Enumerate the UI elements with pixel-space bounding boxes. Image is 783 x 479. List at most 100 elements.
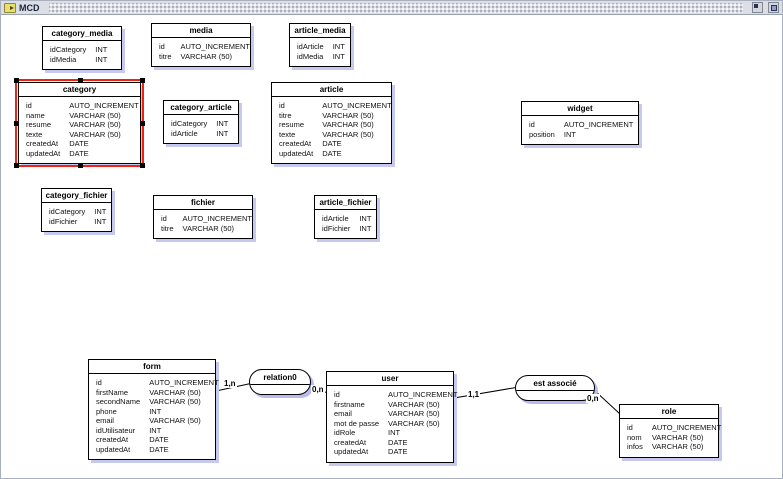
- field-type: AUTO_INCREMENT: [651, 423, 722, 432]
- selection-handle-tl[interactable]: [14, 78, 19, 83]
- field-name: id: [159, 42, 165, 51]
- field-type: INT: [563, 129, 576, 139]
- field-type: AUTO_INCREMENT: [69, 101, 139, 110]
- field-type: VARCHAR (50): [651, 442, 704, 451]
- field-name: idUtilisateur: [96, 425, 136, 435]
- window-title: MCD: [19, 2, 40, 13]
- window-titlebar[interactable]: MCD: [1, 1, 782, 15]
- entity-name: category: [19, 83, 140, 97]
- link-line-3[interactable]: [592, 388, 621, 415]
- field-name: createdAt: [26, 139, 59, 148]
- field-name: id: [334, 390, 340, 399]
- field-name: id: [627, 423, 633, 432]
- selection-handle-br[interactable]: [140, 163, 145, 168]
- maximize-button[interactable]: [752, 2, 763, 13]
- field-name: email: [334, 409, 352, 418]
- field-name: createdAt: [96, 435, 129, 444]
- field-name: titre: [279, 110, 292, 120]
- field-type: VARCHAR (50): [322, 129, 374, 139]
- field-type: DATE: [388, 437, 408, 447]
- field-name: mot de passe: [334, 418, 380, 428]
- field-name: titre: [161, 223, 174, 233]
- field-name: idArticle: [171, 128, 198, 138]
- field-type: INT: [149, 425, 162, 435]
- field-type: DATE: [149, 435, 169, 444]
- field-type: INT: [332, 42, 345, 51]
- field-type: VARCHAR (50): [180, 51, 233, 61]
- selection-handle-tr[interactable]: [140, 78, 145, 83]
- field-name: titre: [159, 51, 172, 61]
- entity-name: article: [272, 83, 391, 97]
- field-name: infos: [627, 442, 643, 451]
- field-type: VARCHAR (50): [69, 110, 121, 120]
- field-type: INT: [149, 406, 162, 416]
- field-name: texte: [26, 129, 43, 139]
- field-name: idMedia: [50, 54, 77, 64]
- field-type: VARCHAR (50): [149, 416, 201, 425]
- restore-icon: [771, 5, 777, 11]
- relation-est-associé[interactable]: est associé: [515, 375, 595, 401]
- field-name: idFichier: [322, 223, 351, 233]
- field-type: INT: [359, 214, 372, 223]
- field-name: updatedAt: [334, 447, 369, 456]
- field-name: nom: [627, 432, 642, 442]
- field-name: name: [26, 110, 45, 120]
- field-name: id: [161, 214, 167, 223]
- selection-handle-bm[interactable]: [77, 163, 83, 168]
- relation-name: relation0: [250, 370, 310, 385]
- selection-handle-tm[interactable]: [77, 78, 83, 83]
- field-name: idMedia: [297, 51, 324, 61]
- field-name: secondName: [96, 397, 141, 406]
- restore-button[interactable]: [768, 2, 779, 13]
- field-type: DATE: [388, 447, 408, 456]
- field-name: idFichier: [49, 216, 78, 226]
- field-type: DATE: [322, 139, 342, 148]
- field-name: idCategory: [171, 119, 208, 128]
- selection-handle-bl[interactable]: [14, 163, 19, 168]
- link-line-2[interactable]: [453, 386, 520, 399]
- field-type: DATE: [69, 148, 89, 158]
- relation-relation0[interactable]: relation0: [249, 369, 311, 395]
- field-type: VARCHAR (50): [69, 129, 121, 139]
- titlebar-texture: [48, 2, 743, 13]
- field-type: INT: [95, 54, 108, 64]
- field-name: createdAt: [279, 139, 312, 148]
- field-type: INT: [332, 51, 345, 61]
- field-name: id: [26, 101, 32, 110]
- field-type: INT: [359, 223, 372, 233]
- entity-name: category_fichier: [42, 189, 111, 203]
- entity-name: media: [152, 24, 250, 38]
- field-name: id: [529, 120, 535, 129]
- field-name: updatedAt: [26, 148, 61, 158]
- field-type: VARCHAR (50): [388, 409, 440, 418]
- field-type: DATE: [322, 148, 342, 158]
- field-type: INT: [94, 216, 107, 226]
- cardinality-label: 0,n: [311, 385, 325, 394]
- selection-handle-mr[interactable]: [140, 121, 145, 126]
- field-type: AUTO_INCREMENT: [322, 101, 392, 110]
- selection-handle-ml[interactable]: [14, 121, 19, 126]
- field-type: VARCHAR (50): [149, 387, 201, 397]
- entity-name: form: [89, 360, 215, 374]
